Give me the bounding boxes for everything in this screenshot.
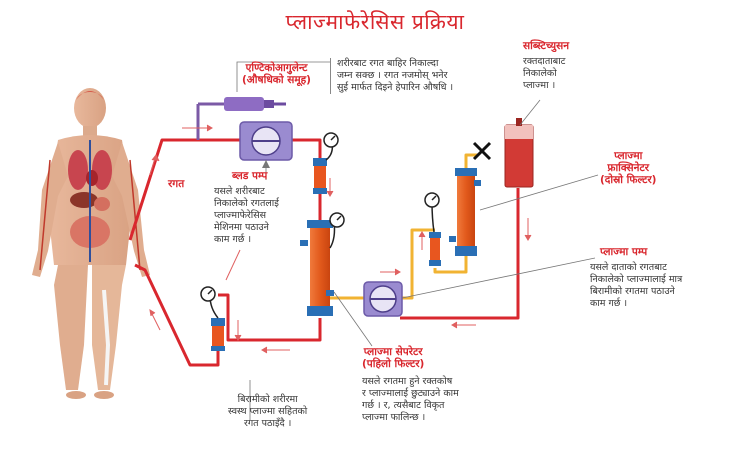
tube-fractionator-bottom — [433, 256, 468, 274]
plasma-tubing — [328, 153, 478, 300]
arrow-to-pump — [182, 124, 213, 132]
arrow-left-body — [225, 249, 241, 281]
right-leg — [92, 265, 126, 390]
arrow-plasma-right — [380, 268, 401, 276]
tube-arm-to-blood-pump — [128, 138, 240, 241]
drip-chamber-2 — [429, 232, 441, 266]
return-description: बिरामीको शरीरमा स्वस्थ प्लाज्मा सहितको र… — [228, 394, 308, 429]
leader-anticoagulant — [236, 61, 330, 92]
blood-pump-icon — [239, 121, 293, 161]
flow-arrows — [149, 124, 532, 354]
right-arm — [112, 142, 150, 277]
right-foot — [94, 391, 114, 399]
tube-plasma-bag-return — [400, 188, 520, 320]
head — [74, 88, 106, 128]
tube-return-to-body — [134, 263, 220, 367]
drip-chamber-return — [211, 318, 225, 351]
drip-chamber-1 — [313, 158, 327, 194]
plasma-separator-description: यसले रगतमा हुने रक्तकोष र प्लाज्मालाई छु… — [362, 376, 459, 423]
pressure-gauge-2 — [329, 212, 345, 249]
tube-plasma-pump-to-fractionator — [400, 228, 435, 300]
human-body — [32, 88, 150, 399]
syringe-icon — [196, 97, 286, 140]
arrow-plasma-up — [418, 231, 426, 250]
leg-bone — [102, 289, 111, 386]
plasma-pump-label: प्लाज्मा पम्प — [600, 246, 648, 258]
substitution-label: सब्स्टिच्युसन — [523, 40, 570, 52]
discard-x-icon — [472, 141, 492, 161]
stomach — [94, 197, 110, 211]
blood-pump-description: यसले शरीरबाट निकालेको रगतलाई प्लाज्माफेर… — [214, 186, 279, 245]
neck — [83, 126, 97, 138]
tube-separator-to-return-drip — [218, 293, 322, 342]
lungs-left — [68, 150, 88, 190]
left-leg — [54, 265, 88, 390]
arrow-return-down — [234, 320, 242, 341]
plasma-fractionator-icon — [449, 168, 481, 256]
leader-separator — [333, 291, 373, 347]
plasma-pump-icon — [363, 281, 403, 317]
blood-tubing — [128, 138, 520, 367]
anticoagulant-description: शरीरबाट रगत बाहिर निकाल्दा जम्न सक्छ । र… — [330, 58, 453, 94]
heart — [86, 170, 98, 186]
arrow-bag-down — [524, 218, 532, 241]
anticoagulant-label: एण्टिकोआगुलेन्ट (औषधिको समूह) — [242, 62, 311, 86]
plasma-bag-icon — [504, 118, 534, 188]
left-arm-vessel — [39, 159, 51, 271]
plasma-fractionator-label: प्लाज्मा फ्राक्सिनेटर (दोस्रो फिल्टर) — [600, 150, 657, 186]
callout-pointer — [262, 160, 270, 168]
liver — [70, 192, 98, 208]
leader-plasma-pump — [401, 257, 596, 299]
brain — [76, 91, 104, 100]
leader-substitution — [519, 99, 541, 126]
pressure-gauge-1 — [323, 132, 339, 161]
tube-fractionator-top — [464, 153, 478, 168]
plasma-separator-label: प्लाज्मा सेपरेटर (पहिलो फिल्टर) — [362, 346, 425, 370]
left-foot — [66, 391, 86, 399]
blood-pump-label: ब्लड पम्प — [232, 170, 268, 182]
arrow-blood-up — [149, 154, 160, 176]
leader-fractionator — [479, 174, 599, 211]
page-title: प्लाज्माफेरेसिस प्रक्रिया — [285, 10, 465, 34]
substitution-description: रक्तदाताबाट निकालेको प्लाज्मा । — [523, 56, 566, 91]
arrow-return-left — [261, 346, 290, 354]
arrow-drip-down — [326, 178, 334, 197]
plasma-separator-icon — [300, 220, 334, 316]
left-arm — [32, 142, 68, 277]
pressure-gauge-3 — [200, 286, 219, 319]
plasma-pump-description: यसले दाताको रगतबाट निकालेको प्लाज्मालाई … — [590, 262, 683, 309]
tube-blood-pump-to-drip — [292, 138, 322, 160]
right-arm-vessel — [129, 159, 141, 271]
arrow-plasma-left — [451, 321, 476, 329]
pressure-gauge-4 — [424, 192, 440, 233]
arrow-return-diag — [149, 309, 161, 331]
blood-label: रगत — [168, 178, 185, 190]
